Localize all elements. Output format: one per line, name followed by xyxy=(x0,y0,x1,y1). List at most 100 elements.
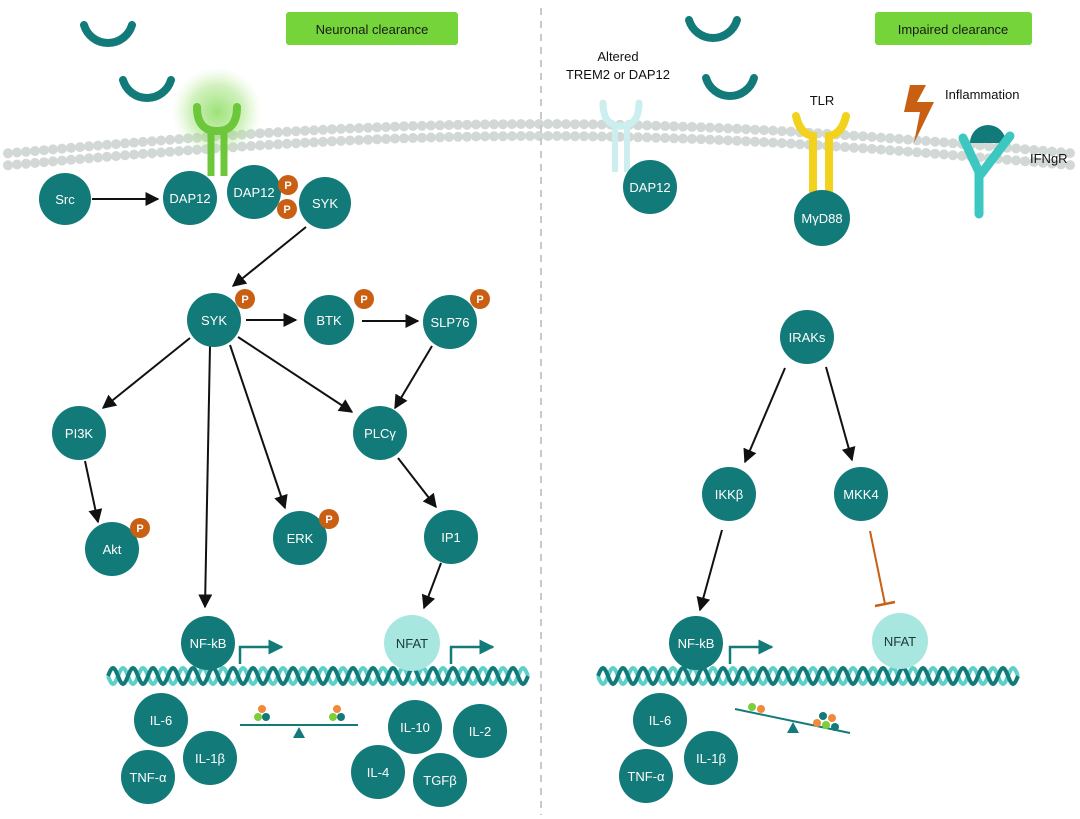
membrane-bead xyxy=(282,138,292,149)
membrane-bead xyxy=(840,142,850,153)
node-nfat-right: NFAT xyxy=(872,613,928,669)
membrane-bead xyxy=(372,134,382,145)
membrane-bead xyxy=(849,142,859,153)
svg-text:IL-2: IL-2 xyxy=(469,724,491,739)
node-erk: ERK xyxy=(273,511,327,565)
membrane-bead xyxy=(417,132,427,143)
membrane-bead xyxy=(147,136,157,147)
node-tnfa: TNF-α xyxy=(121,750,175,804)
phospho-icon: P xyxy=(354,289,374,309)
svg-text:P: P xyxy=(284,180,291,192)
node-il1b-right: IL-1β xyxy=(684,731,738,785)
membrane-bead xyxy=(660,133,670,143)
membrane-bead xyxy=(372,122,382,133)
membrane-bead xyxy=(777,138,787,149)
membrane-bead xyxy=(336,123,346,134)
membrane-bead xyxy=(381,122,391,132)
membrane-bead xyxy=(327,136,337,147)
membrane-bead xyxy=(165,146,175,157)
membrane-bead xyxy=(858,143,868,154)
membrane-bead xyxy=(93,152,103,163)
membrane-bead xyxy=(462,131,472,142)
svg-text:MγD88: MγD88 xyxy=(801,211,842,226)
membrane-bead xyxy=(129,149,139,160)
membrane-bead xyxy=(327,124,337,135)
membrane-bead xyxy=(831,141,841,152)
trem2-receptor-icon xyxy=(193,103,241,176)
membrane-bead xyxy=(912,135,922,146)
ifngr-label: IFNgR xyxy=(1030,151,1068,166)
membrane-bead xyxy=(921,148,931,158)
svg-text:IL-10: IL-10 xyxy=(400,720,430,735)
membrane-bead xyxy=(426,132,436,143)
node-tgfb: TGFβ xyxy=(413,753,467,807)
membrane-bead xyxy=(111,151,121,162)
svg-text:P: P xyxy=(360,294,367,306)
svg-text:NFAT: NFAT xyxy=(884,634,916,649)
membrane-bead xyxy=(12,147,22,158)
node-pi3k: PI3K xyxy=(52,406,106,460)
svg-text:DAP12: DAP12 xyxy=(233,185,274,200)
membrane-bead xyxy=(399,121,409,132)
membrane-bead xyxy=(1056,147,1066,158)
membrane-bead xyxy=(543,131,553,141)
svg-text:IL-1β: IL-1β xyxy=(696,751,726,766)
membrane-bead xyxy=(273,139,283,150)
node-mkk4: MKK4 xyxy=(834,467,888,521)
svg-text:TGFβ: TGFβ xyxy=(423,773,456,788)
membrane-bead xyxy=(1029,145,1039,155)
membrane-bead xyxy=(912,147,922,158)
svg-text:BTK: BTK xyxy=(316,313,342,328)
node-btk: BTK xyxy=(304,295,354,345)
svg-text:Akt: Akt xyxy=(103,542,122,557)
node-slp76: SLP76 xyxy=(423,295,477,349)
node-src: Src xyxy=(39,173,91,225)
membrane-bead xyxy=(876,132,886,143)
membrane-bead xyxy=(48,156,58,167)
membrane-bead xyxy=(759,137,769,148)
membrane-bead xyxy=(768,137,778,148)
membrane-bead xyxy=(930,148,940,159)
membrane-bead xyxy=(471,131,481,142)
membrane-bead xyxy=(300,137,310,148)
membrane-bead xyxy=(318,136,328,147)
membrane-bead xyxy=(21,158,31,169)
svg-text:P: P xyxy=(241,294,248,306)
membrane-bead xyxy=(444,132,454,142)
membrane-bead xyxy=(309,125,319,136)
membrane-bead xyxy=(30,146,40,156)
membrane-bead xyxy=(759,125,769,136)
lightning-icon xyxy=(904,85,934,143)
svg-text:IRAKs: IRAKs xyxy=(789,330,826,345)
phospho-icon: P xyxy=(277,199,297,219)
svg-text:IL-6: IL-6 xyxy=(649,713,671,728)
membrane-bead xyxy=(723,123,733,134)
membrane-bead xyxy=(489,131,499,142)
membrane-bead xyxy=(1020,144,1030,155)
svg-text:DAP12: DAP12 xyxy=(629,180,670,195)
membrane-bead xyxy=(939,149,949,160)
membrane-bead xyxy=(687,133,697,144)
svg-text:SLP76: SLP76 xyxy=(430,315,469,330)
membrane-bead xyxy=(111,139,121,150)
node-nfkb-right: NF-kB xyxy=(669,616,723,670)
membrane-bead xyxy=(696,122,706,133)
membrane-bead xyxy=(174,146,184,157)
membrane-bead xyxy=(480,131,490,142)
left-panel: Neuronal clearance Src DAP1 xyxy=(39,12,530,807)
membrane-bead xyxy=(795,139,805,150)
membrane-bead xyxy=(930,136,940,147)
membrane-bead xyxy=(426,120,436,131)
membrane-bead xyxy=(867,131,877,142)
phospho-icon: P xyxy=(319,509,339,529)
membrane-bead xyxy=(543,119,553,129)
altered-label-line1: Altered xyxy=(597,49,638,64)
membrane-bead xyxy=(534,131,544,141)
svg-text:P: P xyxy=(283,204,290,216)
svg-text:ERK: ERK xyxy=(287,531,314,546)
svg-text:DAP12: DAP12 xyxy=(169,191,210,206)
node-akt: Akt xyxy=(85,522,139,576)
membrane-bead xyxy=(291,126,301,137)
membrane-bead xyxy=(1047,158,1057,169)
membrane-bead xyxy=(714,123,724,133)
